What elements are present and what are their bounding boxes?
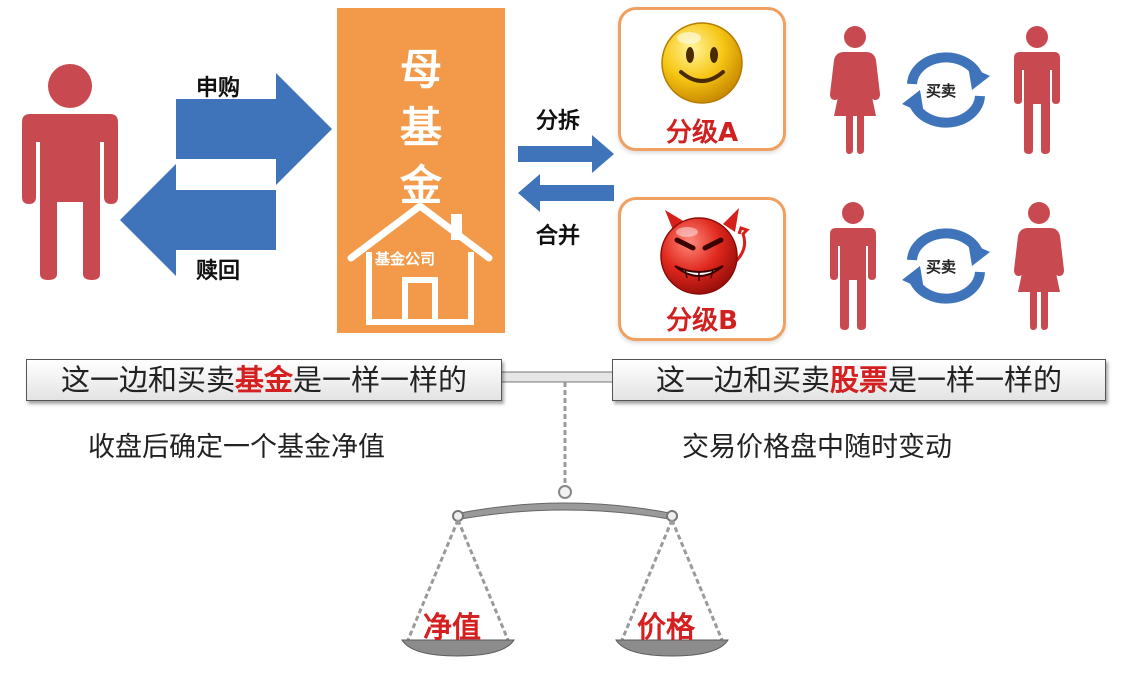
subscribe-arrow (176, 73, 332, 185)
left-banner-highlight: 基金 (234, 363, 293, 397)
fund-company-house-icon (347, 202, 493, 325)
right-banner-highlight: 股票 (829, 363, 888, 397)
merge-arrow (518, 174, 614, 212)
smiley-face-icon (661, 22, 743, 104)
split-label: 分拆 (536, 109, 581, 134)
sub-fund-b-box: 分级B (618, 197, 786, 341)
devil-face-icon (660, 208, 750, 295)
left-banner: 这一边和买卖基金是一样一样的 (26, 359, 502, 401)
right-banner-suffix: 是一样一样的 (888, 363, 1063, 397)
right-description: 交易价格盘中随时变动 (682, 432, 952, 463)
split-arrow (518, 135, 614, 173)
redeem-label: 赎回 (196, 259, 241, 284)
sub-fund-a-label: 分级A (665, 118, 739, 148)
trade-cycle-icon-top (902, 52, 990, 128)
mother-fund-title-char-1: 母 (399, 45, 442, 94)
trader-female-icon-top (830, 26, 880, 154)
subscribe-label: 申购 (196, 76, 241, 101)
fund-company-label: 基金公司 (374, 250, 435, 268)
merge-label: 合并 (536, 224, 581, 249)
trader-male-icon-bottom (830, 202, 876, 330)
trade-label-top: 买卖 (926, 82, 957, 100)
scale-right-pan-label: 价格 (637, 610, 696, 644)
trader-male-icon-top (1014, 26, 1060, 154)
right-banner: 这一边和买卖股票是一样一样的 (612, 359, 1106, 401)
right-banner-prefix: 这一边和买卖 (655, 363, 830, 397)
sub-fund-b-label: 分级B (666, 306, 738, 336)
left-banner-prefix: 这一边和买卖 (60, 363, 235, 397)
left-banner-suffix: 是一样一样的 (293, 363, 468, 397)
investor-person-icon (22, 64, 118, 280)
left-description: 收盘后确定一个基金净值 (88, 432, 385, 463)
redeem-arrow (120, 164, 276, 276)
trade-cycle-icon-bottom (902, 228, 990, 304)
mother-fund-title-char-2: 基 (399, 103, 442, 152)
trader-female-icon-bottom (1014, 202, 1064, 330)
scale-left-pan-label: 净值 (423, 610, 482, 644)
sub-fund-a-box: 分级A (618, 7, 786, 151)
trade-label-bottom: 买卖 (926, 258, 957, 276)
mother-fund-title-char-3: 金 (399, 161, 442, 210)
